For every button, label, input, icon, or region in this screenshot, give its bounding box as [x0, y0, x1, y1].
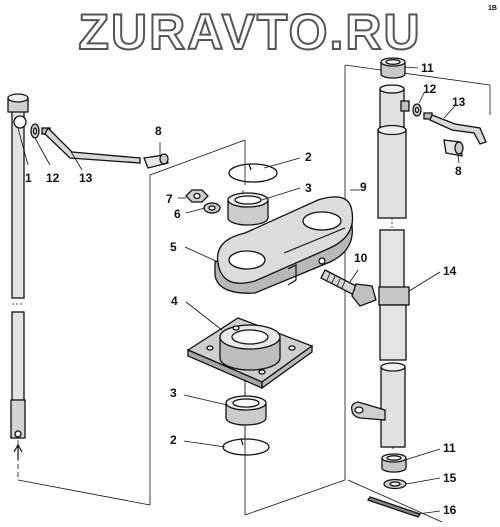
callout-3-upper: 3 [305, 181, 312, 195]
callout-12-right: 12 [423, 82, 437, 96]
callout-9: 9 [360, 180, 367, 194]
callout-1: 1 [25, 171, 32, 185]
lower-bush-washer-pin [366, 453, 422, 518]
callout-11-upper: 11 [421, 61, 434, 75]
corner-mark: 1B [488, 5, 497, 12]
clamp-bolt [320, 269, 377, 307]
upper-bush-right [380, 57, 406, 79]
clamp-lever [214, 196, 354, 294]
leader-lines [17, 66, 460, 515]
callout-13-right: 13 [452, 95, 466, 109]
callout-3-lower: 3 [170, 386, 177, 400]
upper-retaining-ring [228, 163, 278, 183]
bottom-shaft-with-arm [350, 362, 406, 448]
watermark: ZURAVTO.RU [77, 3, 422, 61]
callout-15: 15 [443, 471, 457, 485]
callout-5: 5 [170, 240, 177, 254]
steering-shaft [7, 93, 29, 460]
callout-8-right: 8 [455, 164, 462, 178]
callout-10: 10 [354, 251, 368, 265]
flange-housing [186, 317, 314, 390]
callout-11-lower: 11 [443, 441, 456, 455]
callout-2-upper: 2 [305, 150, 312, 164]
nut-and-washer [185, 189, 221, 214]
lower-bushing [225, 395, 267, 426]
callout-8-left: 8 [155, 124, 162, 138]
lower-retaining-ring [222, 438, 270, 456]
callout-13-left: 13 [79, 171, 93, 185]
callout-2-lower: 2 [170, 433, 177, 447]
callout-16: 16 [443, 503, 457, 517]
column-shaft [377, 124, 410, 361]
callout-4: 4 [171, 294, 178, 308]
callout-12-left: 12 [46, 171, 60, 185]
upper-bushing [227, 192, 269, 226]
callout-7: 7 [166, 192, 173, 206]
callout-14: 14 [443, 264, 457, 278]
left-rod-assembly [30, 123, 169, 169]
upper-column-tube [379, 84, 410, 128]
assembly-axes [17, 64, 491, 523]
callout-6: 6 [174, 207, 181, 221]
right-rod-assembly [412, 103, 487, 157]
